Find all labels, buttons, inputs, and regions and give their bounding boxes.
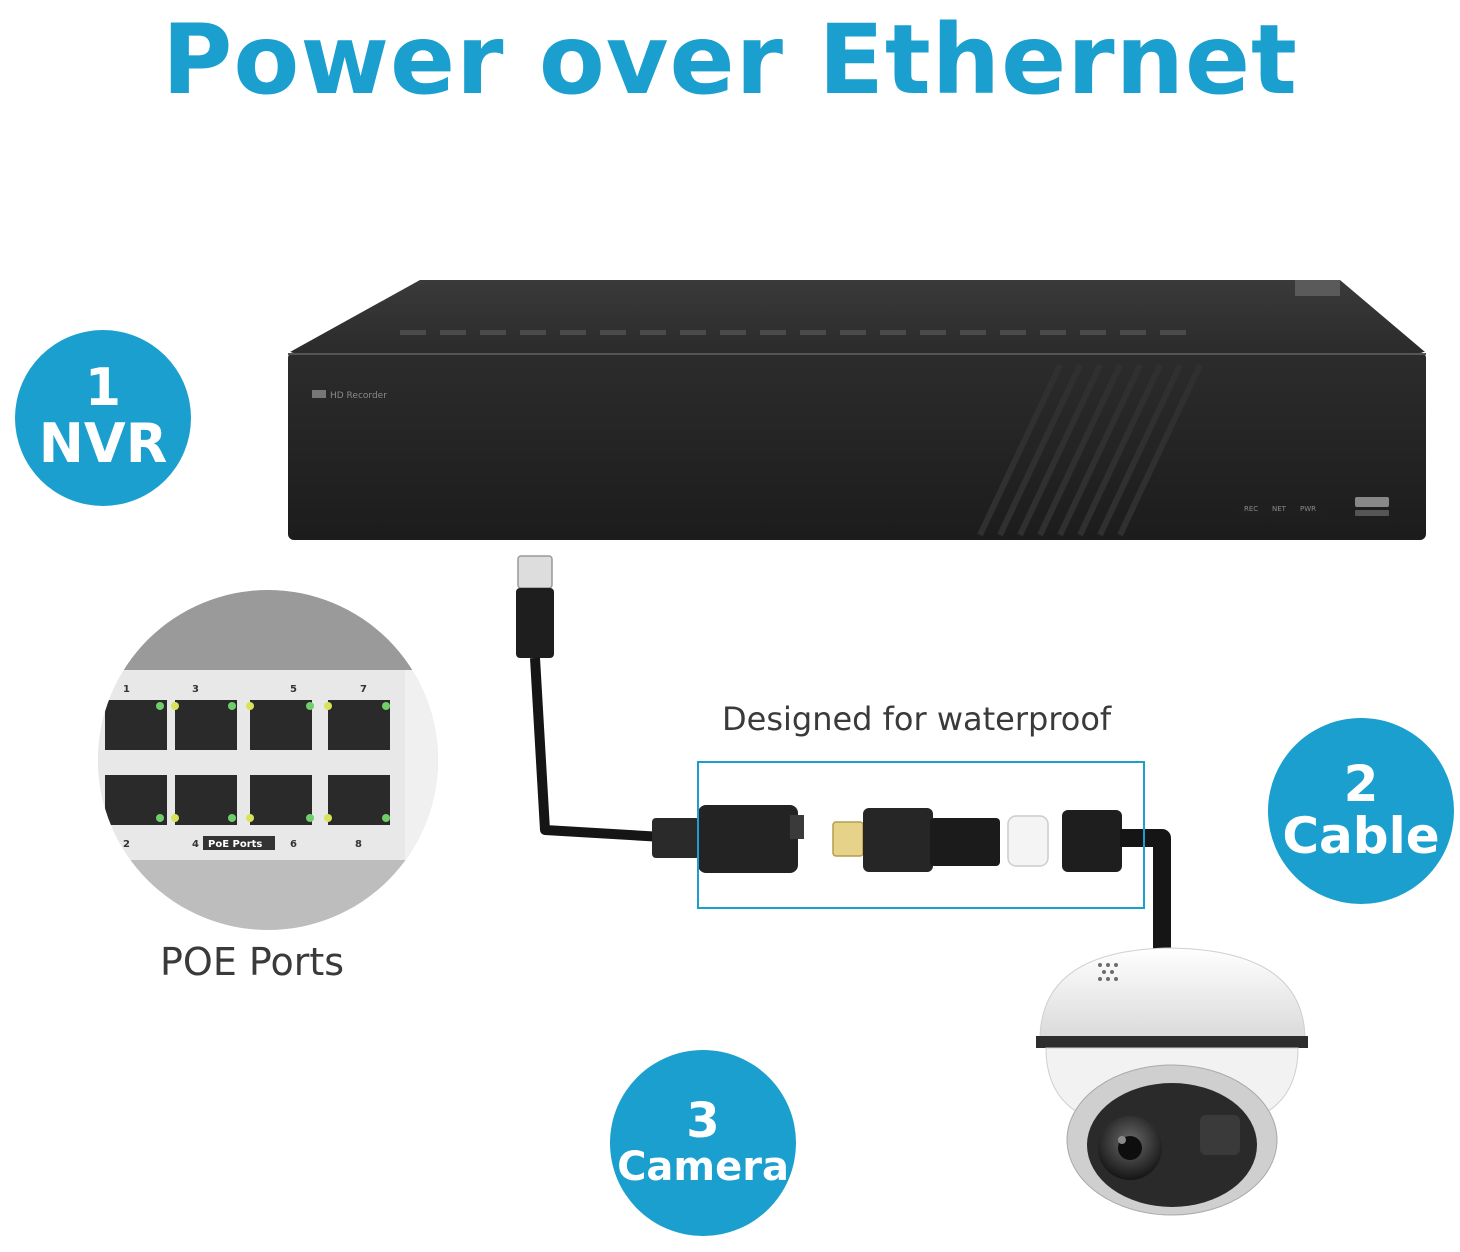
switch-ports-label: PoE Ports <box>208 839 262 850</box>
step-number: 1 <box>84 358 122 419</box>
step-label: NVR <box>38 412 168 476</box>
poe-ports-caption: POE Ports <box>160 940 345 984</box>
switch-port-number: 3 <box>192 684 199 695</box>
step-label: Cable <box>1282 806 1440 865</box>
switch-port-number: 7 <box>360 684 367 695</box>
ethernet-cable <box>516 555 1171 955</box>
page-title: Power over Ethernet <box>162 4 1298 116</box>
waterproof-caption: Designed for waterproof <box>722 700 1112 738</box>
step-badge-cable: 2 Cable <box>1268 718 1454 904</box>
nvr-led-rec: REC <box>1244 505 1258 513</box>
step-number: 2 <box>1343 754 1379 813</box>
step-badge-camera: 3 Camera <box>610 1050 796 1236</box>
usb-port-icon <box>1355 497 1389 507</box>
nvr-device: HD Recorder REC NET PWR <box>288 280 1426 540</box>
waterproof-highlight-box <box>697 761 1145 909</box>
speaker-grille-icon <box>1098 963 1118 981</box>
switch-port-number: 6 <box>290 839 297 850</box>
step-badge-nvr: 1 NVR <box>15 330 191 506</box>
switch-port-number: 8 <box>355 839 362 850</box>
nvr-brand-label: HD Recorder <box>330 391 387 401</box>
step-number: 3 <box>686 1093 720 1149</box>
switch-port-number: 1 <box>123 684 130 695</box>
dome-camera <box>1036 947 1308 1216</box>
switch-port-number: 2 <box>123 839 130 850</box>
switch-port-number: 5 <box>290 684 297 695</box>
nvr-led-pwr: PWR <box>1300 505 1316 513</box>
step-label: Camera <box>617 1144 789 1190</box>
switch-port-number: 4 <box>192 839 199 850</box>
nvr-led-net: NET <box>1272 505 1287 513</box>
poe-switch-closeup: 1 3 5 7 2 4 6 8 PoE Ports <box>98 590 438 930</box>
